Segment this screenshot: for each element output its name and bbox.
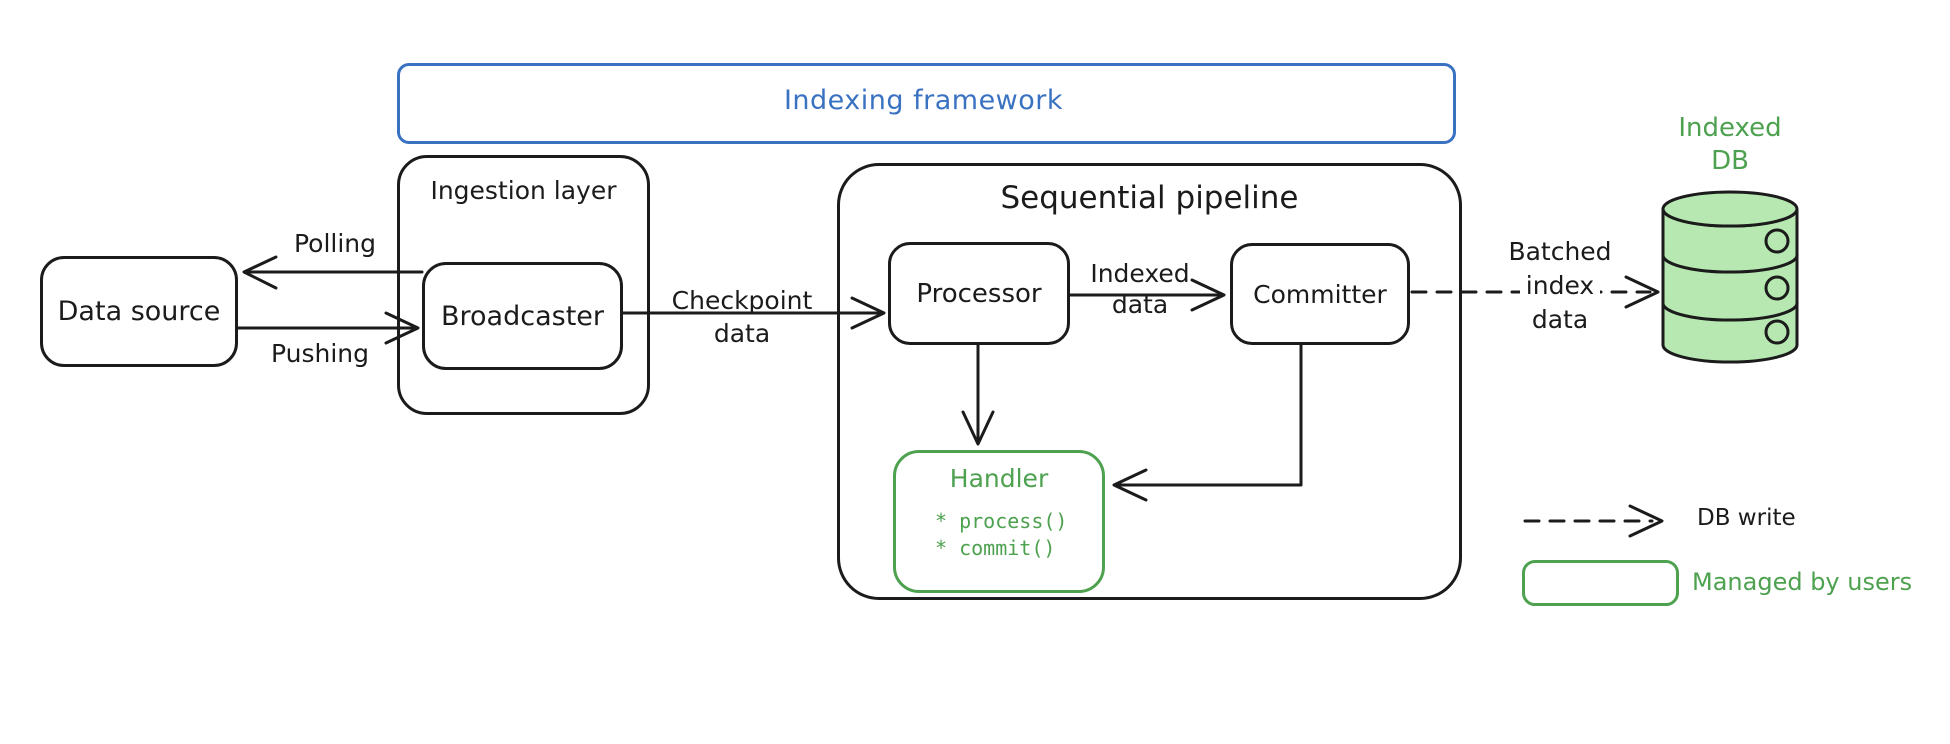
handler-node	[893, 450, 1105, 593]
legend-db-write-label: DB write	[1697, 505, 1796, 531]
indexed-db-label-line2: DB	[1711, 146, 1749, 176]
checkpoint-edge-label-line2: data	[713, 319, 771, 348]
processor-node: Processor	[888, 242, 1070, 345]
db-dot-3	[1764, 319, 1790, 345]
db-divider-1	[1661, 252, 1799, 274]
broadcaster-node: Broadcaster	[422, 262, 623, 370]
db-dot-2	[1764, 275, 1790, 301]
sequential-pipeline-label: Sequential pipeline	[1000, 180, 1299, 216]
indexed-edge-label-line1: Indexed	[1090, 259, 1190, 288]
ingestion-layer-box: Ingestion layer	[397, 155, 650, 415]
legend-arrowhead-icon	[1628, 504, 1664, 538]
batched-edge-label: Batched index data	[1480, 235, 1640, 337]
legend-managed-label: Managed by users	[1692, 568, 1913, 596]
polling-edge-label: Polling	[293, 229, 377, 258]
handler-method-process: * process()	[935, 509, 1068, 533]
handler-title: Handler	[949, 464, 1049, 493]
indexed-db-label: Indexed DB	[1650, 112, 1810, 178]
db-divider-2	[1661, 300, 1799, 322]
indexed-edge-label-line2: data	[1111, 290, 1169, 319]
ingestion-layer-label: Ingestion layer	[430, 176, 617, 205]
pushing-edge-label: Pushing	[270, 339, 369, 368]
batched-edge-label-line3: data	[1531, 305, 1589, 334]
committer-label: Committer	[1253, 279, 1387, 309]
checkpoint-edge-label-line1: Checkpoint	[671, 286, 813, 315]
legend-managed-box	[1522, 560, 1679, 606]
batched-edge-label-line1: Batched	[1508, 237, 1612, 266]
indexed-db-label-line1: Indexed	[1678, 113, 1782, 143]
db-body	[1661, 208, 1799, 364]
indexed-edge-label: Indexed data	[1070, 258, 1210, 320]
data-source-node: Data source	[40, 256, 238, 367]
handler-methods: * process() * commit()	[935, 508, 1067, 562]
handler-method-commit: * commit()	[935, 536, 1056, 560]
batched-edge-label-line2: index	[1519, 271, 1601, 300]
indexing-framework-title: Indexing framework	[783, 85, 1064, 116]
checkpoint-edge-label: Checkpoint data	[652, 284, 832, 350]
processor-label: Processor	[916, 278, 1042, 309]
data-source-label: Data source	[57, 296, 221, 327]
indexing-framework-box	[397, 63, 1456, 144]
committer-node: Committer	[1230, 243, 1410, 345]
db-dot-1	[1764, 228, 1790, 254]
broadcaster-label: Broadcaster	[441, 300, 604, 332]
database-cylinder-icon	[1661, 190, 1799, 364]
polling-arrowhead-icon	[242, 255, 278, 290]
db-top-ellipse	[1661, 190, 1799, 228]
sequential-pipeline-box: Sequential pipeline	[837, 163, 1462, 600]
